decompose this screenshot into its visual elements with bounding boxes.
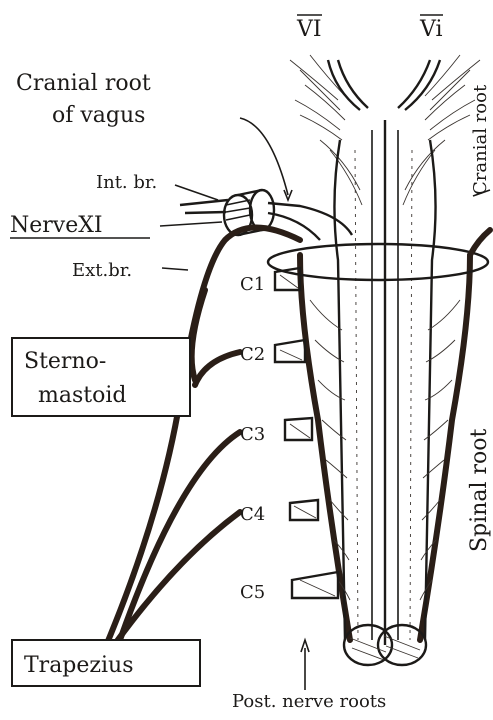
label-c1: C1 [240,274,265,295]
label-post-nerve-roots: Post. nerve roots [232,691,386,712]
label-c2: C2 [240,344,265,365]
posterior-nerve-roots [275,268,338,598]
label-leader-lines [160,185,490,690]
label-cranial-root: Cranial root [470,84,491,195]
spinal-cord [300,120,470,665]
label-nerve-xi: NerveXI [10,213,103,238]
label-ext-br: Ext.br. [72,260,132,281]
label-sternomastoid-line1: Sterno- [24,349,106,374]
label-sternomastoid-line2: mastoid [38,383,126,408]
label-spinal-root: Spinal root [467,428,492,552]
label-cranial-root-of-vagus-line1: Cranial root [16,71,151,96]
label-c4: C4 [240,504,265,525]
label-trapezius: Trapezius [24,653,134,678]
label-c5: C5 [240,582,265,603]
label-vi-right: Vi [419,17,443,42]
label-int-br: Int. br. [96,172,157,193]
label-cranial-root-of-vagus-line2: of vagus [52,103,145,128]
label-vi-left: VI [296,17,322,42]
label-c3: C3 [240,424,265,445]
cranial-nerve-vi-stalks [328,60,440,110]
